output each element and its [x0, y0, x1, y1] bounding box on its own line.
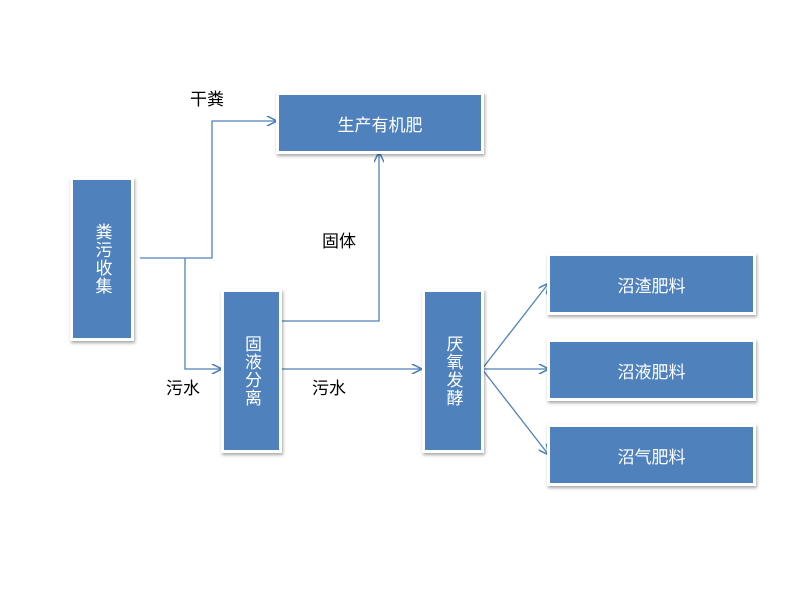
arrow-separation-to-organic: [281, 153, 379, 322]
node-liquid-fertilizer: 沼液肥料: [547, 339, 756, 401]
node-anaerobic: 厌氧发酵: [422, 289, 484, 453]
arrow-anaerobic-to-gas: [481, 368, 548, 454]
arrow-collect-to-organic: [140, 121, 276, 259]
label-solid: 固体: [322, 232, 356, 252]
arrow-collect-to-separation: [184, 258, 221, 369]
node-residue-fertilizer: 沼渣肥料: [547, 253, 756, 315]
label-dry-manure: 干粪: [190, 90, 224, 110]
node-organic-fertilizer: 生产有机肥: [276, 92, 484, 154]
node-separation: 固液分离: [221, 289, 282, 453]
label-sewage-mid: 污水: [312, 379, 346, 399]
node-gas-fertilizer: 沼气肥料: [547, 424, 756, 486]
label-sewage-left: 污水: [166, 379, 200, 399]
arrow-anaerobic-to-residue: [481, 284, 548, 370]
node-collect: 粪污收集: [70, 177, 134, 341]
